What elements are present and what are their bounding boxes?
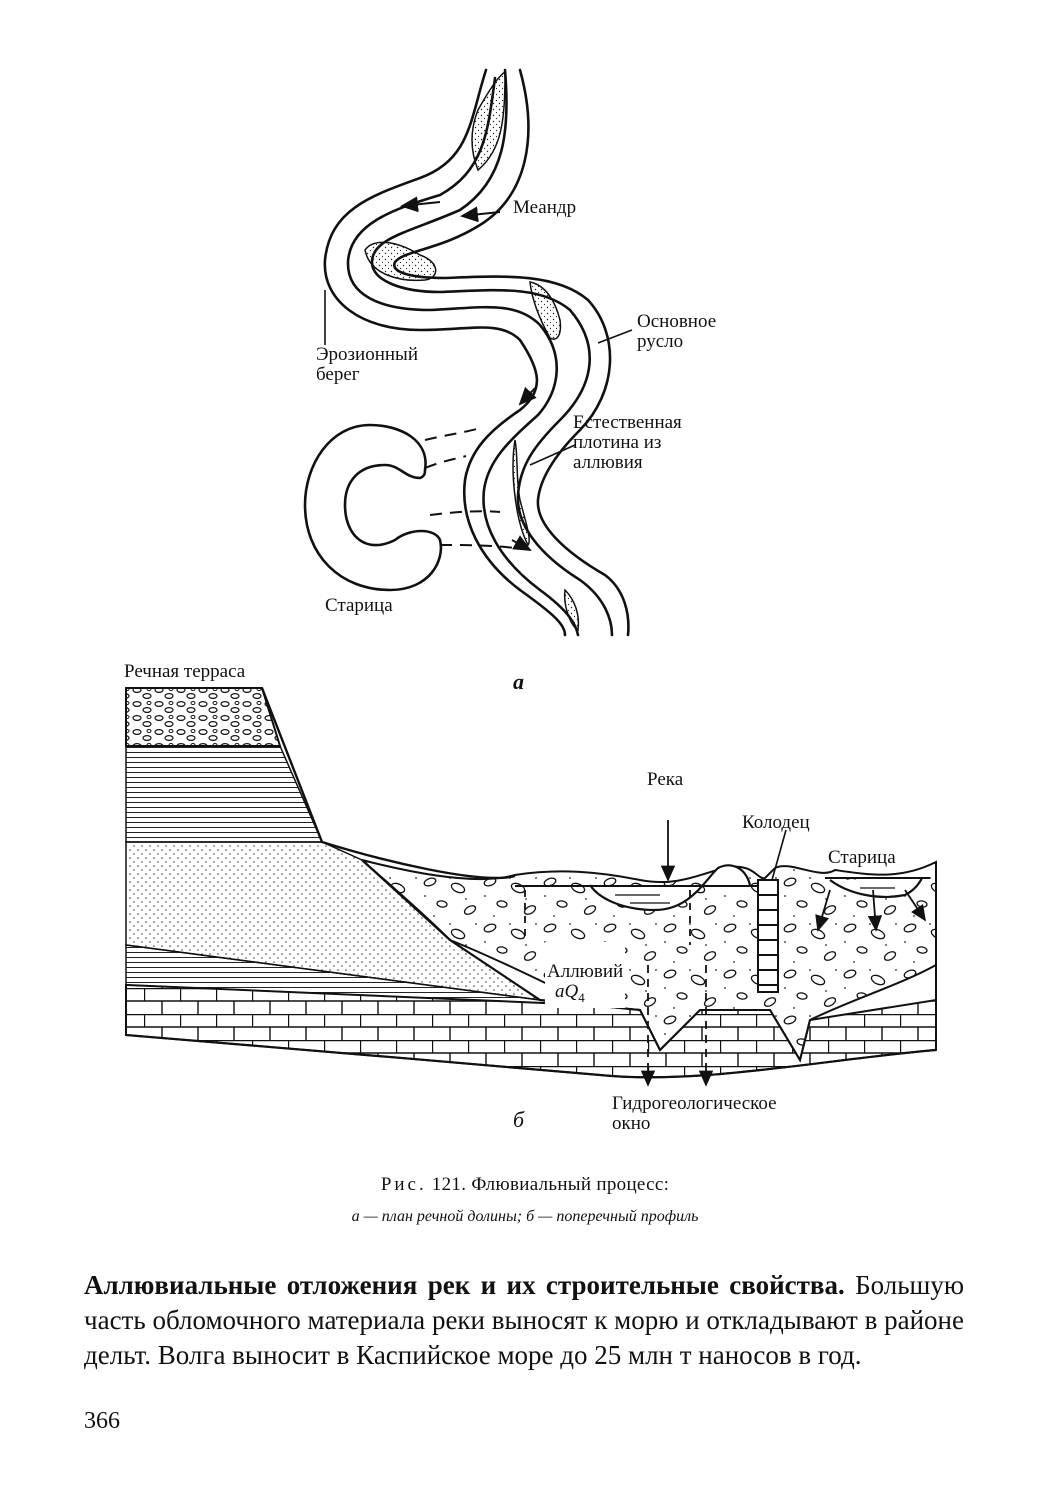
well-shaft: [757, 879, 779, 993]
seepage-arrows: [524, 889, 926, 1087]
river-plan-diagram: [323, 68, 630, 637]
label-natural-levee: Естественная плотина из аллювия: [573, 412, 682, 473]
caption-title: Флювиальный процесс:: [471, 1174, 670, 1195]
cross-section-diagram: [125, 687, 937, 1087]
river-channel: [589, 864, 752, 912]
former-channel-dashes: [424, 427, 516, 549]
label-alluvium: Аллювий aQ4: [545, 942, 626, 1008]
label-oxbow-a: Старица: [325, 595, 393, 616]
figure-subcaption: а — план речной долины; б — поперечный п…: [351, 1208, 699, 1225]
label-oxbow-b: Старица: [828, 847, 896, 868]
panel-letter-a: а: [513, 669, 524, 694]
leader-lines-a: [324, 290, 633, 466]
label-river-terrace: Речная терраса: [124, 661, 246, 682]
point-bar-deposits: [364, 70, 580, 632]
paragraph-body: Большую часть обломочного материала реки…: [84, 1270, 964, 1370]
label-well: Колодец: [742, 812, 810, 833]
figure-caption: Рис. 121. Флювиальный процесс:: [0, 1174, 1050, 1196]
oxbow-lake-shape: [303, 423, 443, 592]
panel-letter-b: б: [513, 1107, 525, 1132]
label-hydrogeological-window: Гидрогеологическое окно: [612, 1093, 777, 1134]
label-meander: Меандр: [513, 197, 577, 218]
terrace-gravel: [125, 687, 282, 747]
page-number: 366: [84, 1408, 120, 1434]
caption-prefix: Рис.: [380, 1174, 427, 1195]
flow-arrows: [400, 196, 537, 551]
alluvium-index: aQ: [555, 981, 579, 1002]
label-river: Река: [647, 769, 684, 790]
alluvium-index-sub: 4: [578, 989, 585, 1005]
alluvium-text: Аллювий: [547, 961, 624, 982]
label-erosion-bank: Эрозионный берег: [316, 344, 418, 385]
label-main-channel: Основное русло: [637, 311, 717, 352]
alluvium-body: [361, 859, 937, 1063]
body-paragraph: Аллювиальные отложения рек и их строител…: [84, 1268, 964, 1373]
caption-number: 121.: [431, 1174, 467, 1195]
figure-121: [125, 68, 937, 1087]
terrace-laminated-layers: [125, 745, 324, 843]
paragraph-heading: Аллювиальные отложения рек и их строител…: [84, 1270, 845, 1300]
